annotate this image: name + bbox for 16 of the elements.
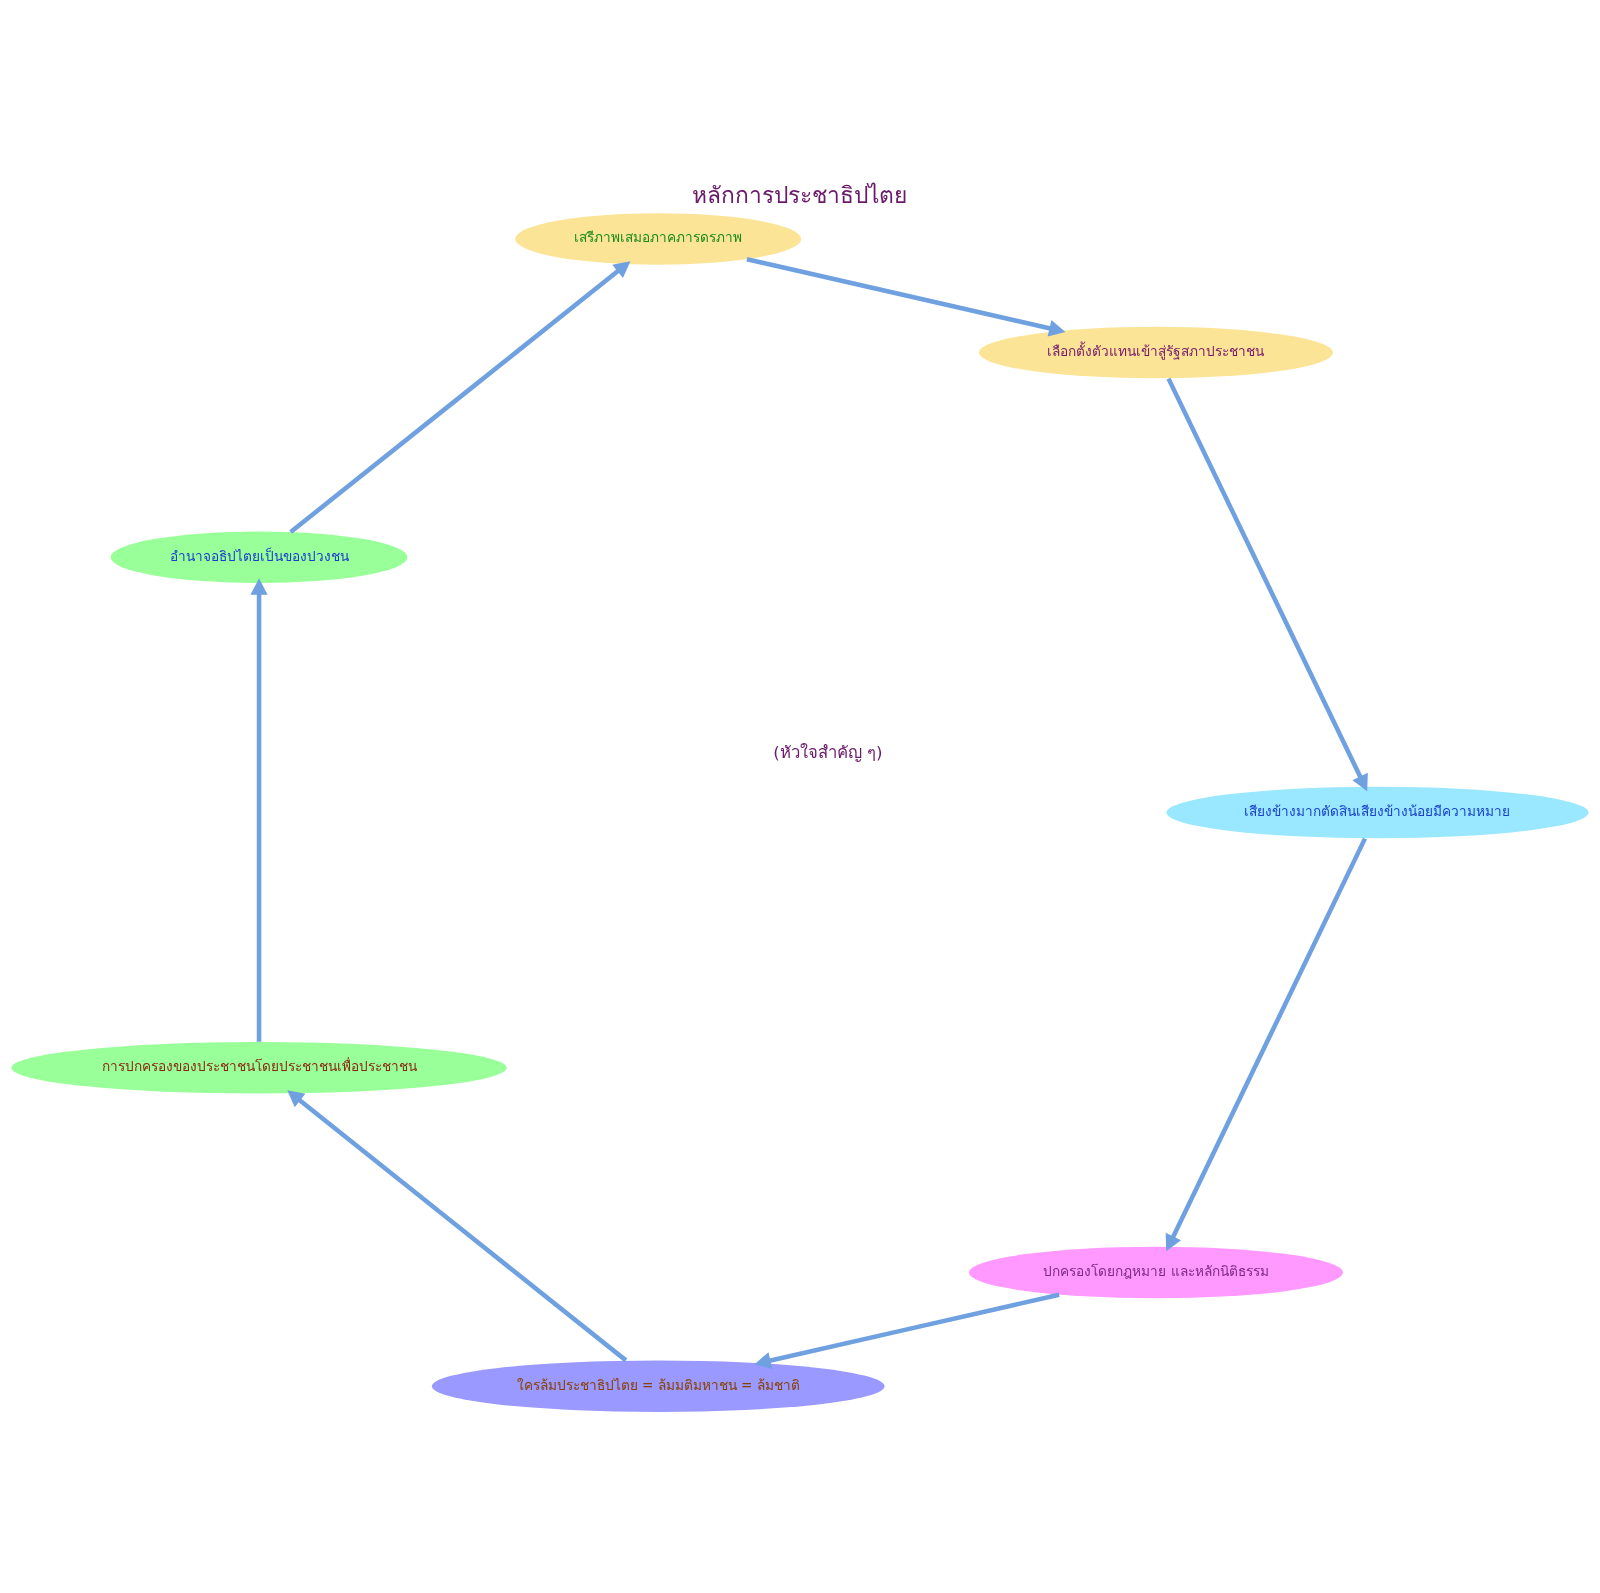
arrow <box>287 1089 628 1362</box>
arrow <box>746 256 1066 337</box>
arrow <box>1166 377 1368 791</box>
node-ellipse: เสียงข้างมากตัดสินเสียงข้างน้อยมีความหมาย <box>1166 786 1589 838</box>
node-ellipse: เลือกตั้งตัวแทนเข้าสู่รัฐสภาประชาชน <box>978 326 1334 378</box>
arrow <box>754 1291 1060 1369</box>
label: (หัวใจสำคัญ ๆ) <box>773 741 883 762</box>
node-ellipse: การปกครองของประชาชนโดยประชาชนเพื่อประชาชน <box>11 1041 507 1094</box>
node-ellipse: ใครล้มประชาธิปไตย = ล้มมติมหาชน = ล้มชาติ <box>431 1359 885 1412</box>
arrow <box>250 577 268 1042</box>
node-ellipse: เสรีภาพเสมอภาคภารดรภาพ <box>515 212 802 265</box>
node-ellipse: อำนาจอธิปไตยเป็นของปวงชน <box>110 531 408 583</box>
arrow <box>1165 837 1367 1251</box>
node-ellipse: ปกครองโดยกฎหมาย และหลักนิติธรรม <box>968 1246 1343 1298</box>
diagram-title: หลักการประชาธิปไตย <box>692 181 908 208</box>
arrow <box>289 260 631 534</box>
